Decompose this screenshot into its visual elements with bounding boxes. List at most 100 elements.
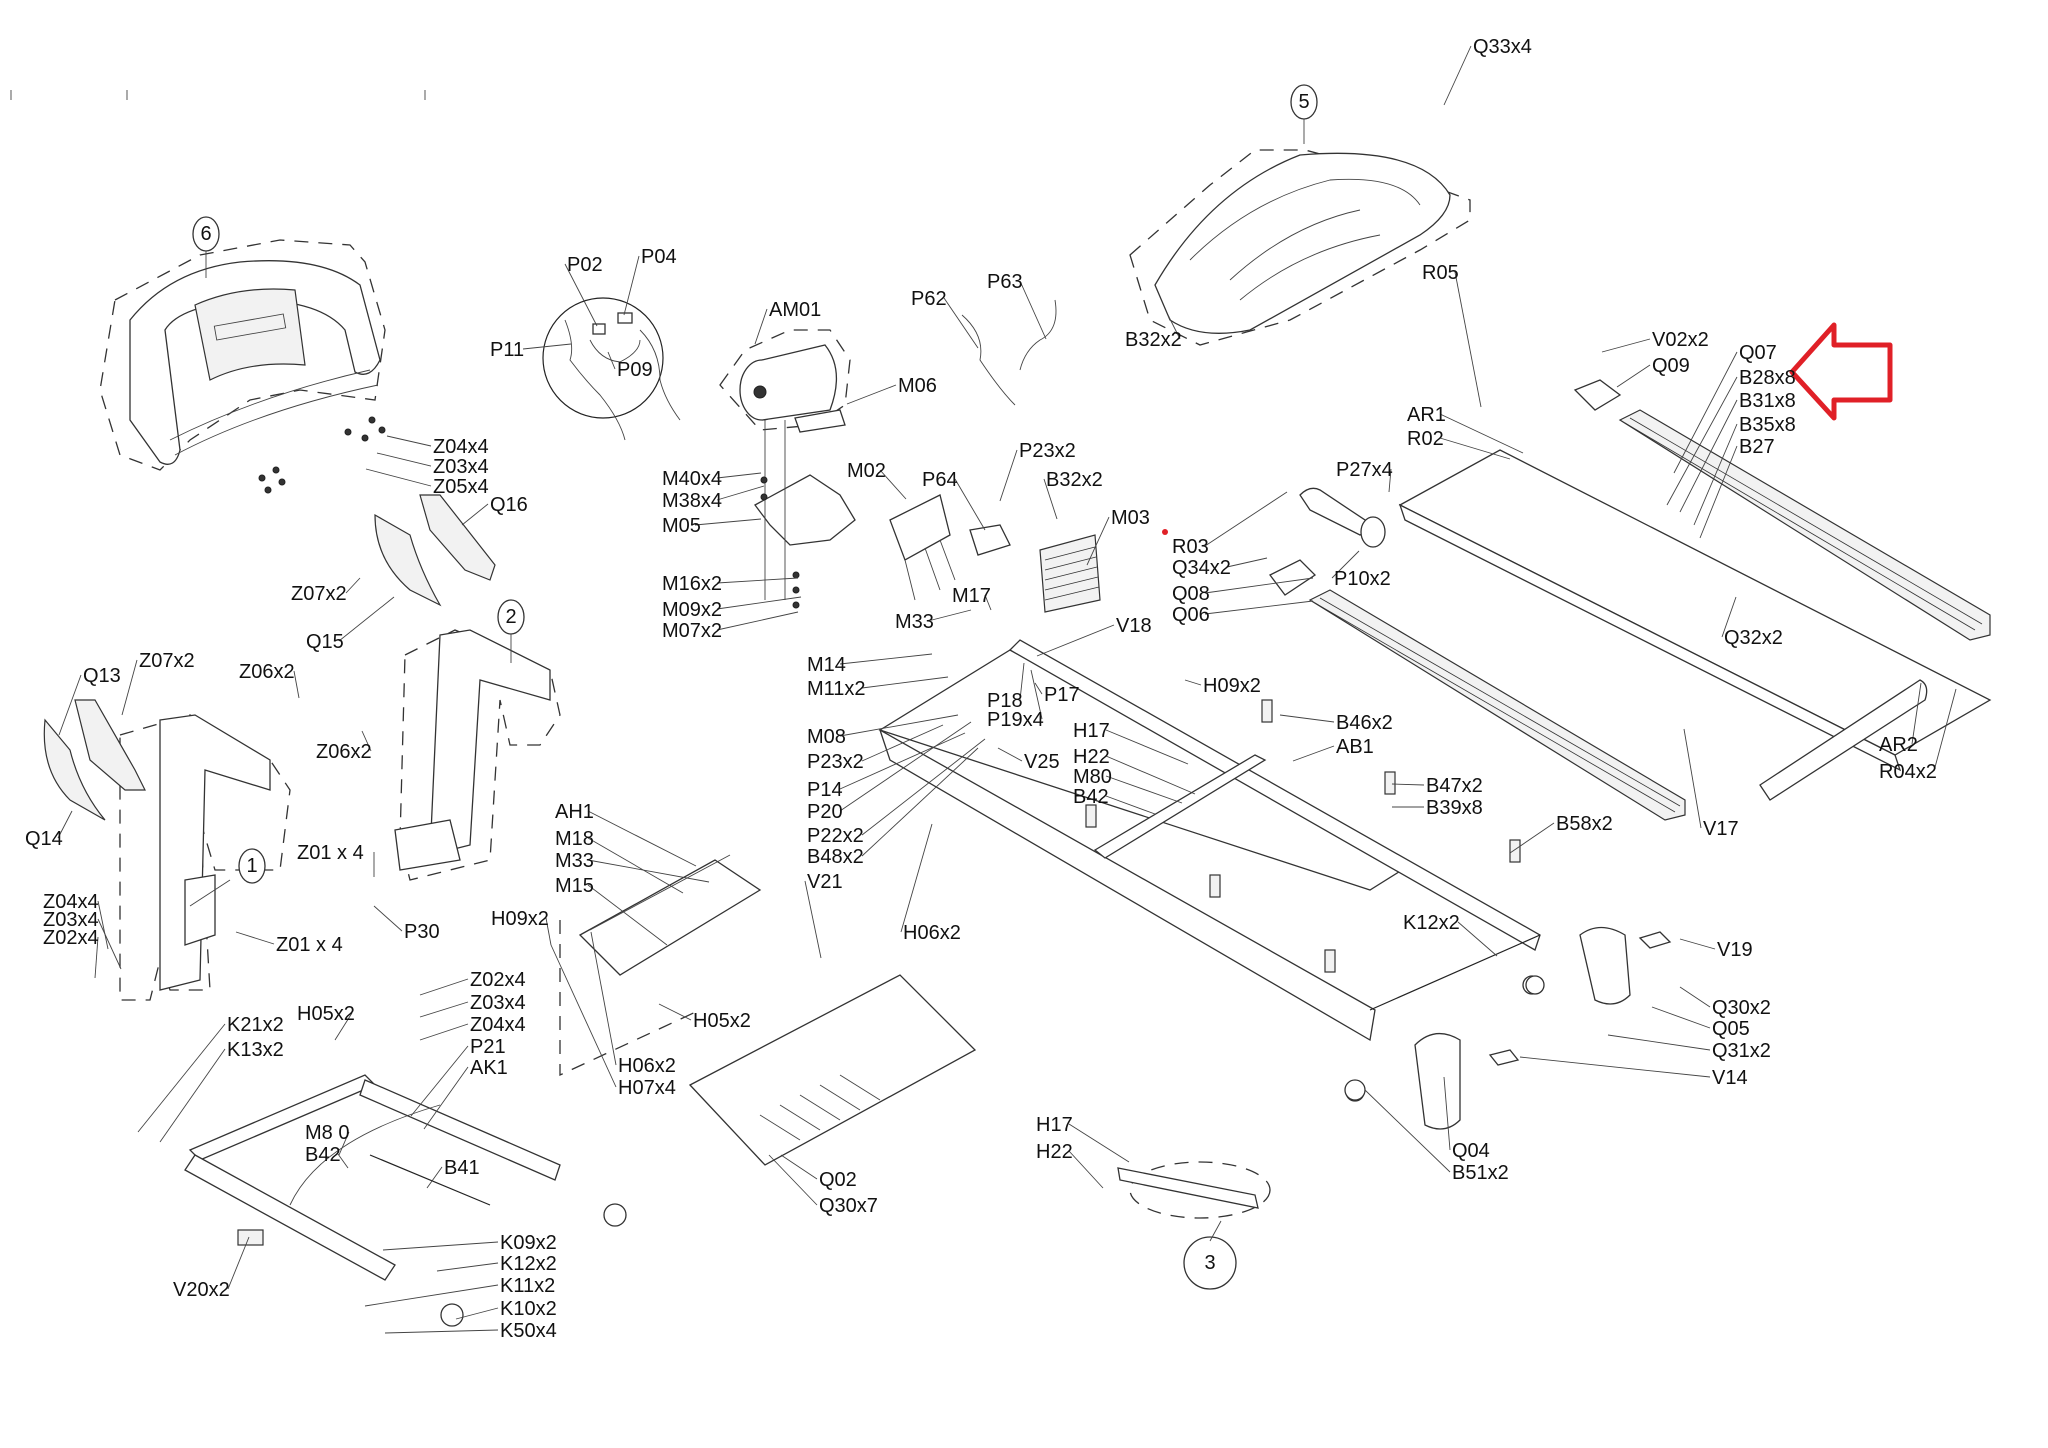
leader-line	[587, 884, 668, 946]
callout-motor-m05: M05	[662, 515, 701, 537]
callout-frame-b46x2: B46x2	[1336, 712, 1393, 734]
leader-line	[1693, 423, 1738, 526]
callout-deck-q06: Q06	[1172, 604, 1210, 626]
callout-deck-r04x2: R04x2	[1879, 761, 1937, 783]
handle-cover-q15	[374, 513, 442, 607]
callout-uprights-p30: P30	[404, 921, 440, 943]
callout-uprights-z04x4: Z04x4	[43, 891, 99, 913]
callout-deck-b35x8: B35x8	[1739, 414, 1796, 436]
callout-frame-ab1: AB1	[1336, 736, 1374, 758]
leader-line	[623, 255, 640, 316]
leader-line	[522, 343, 572, 350]
leader-line	[361, 730, 372, 752]
leader-line	[658, 1003, 692, 1021]
callout-motor-b32x2: B32x2	[1046, 469, 1103, 491]
q09-cover	[1573, 379, 1622, 411]
leader-line	[410, 1045, 469, 1117]
callout-rear-b51x2: B51x2	[1452, 1162, 1509, 1184]
assembly-leader	[1209, 1220, 1222, 1242]
callout-base-v20x2: V20x2	[173, 1279, 230, 1301]
assembly-number-3: 3	[1204, 1252, 1215, 1274]
leader-line	[365, 468, 432, 487]
callout-motor-m33: M33	[895, 611, 934, 633]
motor-controller	[889, 494, 956, 601]
assembly-3	[1117, 1161, 1271, 1219]
leader-line	[943, 297, 979, 349]
rear-roller	[1759, 679, 1928, 801]
leader-line	[436, 1262, 499, 1272]
callout-frame-b42: B42	[1073, 786, 1109, 808]
leader-line	[58, 674, 82, 736]
leader-line	[839, 721, 972, 812]
leader-line	[716, 596, 802, 610]
leader-lines	[57, 45, 1957, 1334]
leader-line	[337, 1153, 349, 1169]
leader-line	[1204, 600, 1314, 615]
callout-incline-h07x4: H07x4	[618, 1077, 676, 1099]
callout-base-k50x4: K50x4	[500, 1320, 557, 1342]
callout-incline-m18: M18	[555, 828, 594, 850]
callout-motor-m40x4: M40x4	[662, 468, 722, 490]
callout-rear-v14: V14	[1712, 1067, 1748, 1089]
assembly-number-5: 5	[1298, 91, 1309, 113]
leader-line	[1204, 491, 1288, 547]
leader-line	[927, 609, 972, 622]
electronics-tray	[688, 974, 977, 1166]
callout-frame-h22: H22	[1073, 746, 1110, 768]
callout-sensors-p62: P62	[911, 288, 947, 310]
callout-deck-r05: R05	[1422, 262, 1459, 284]
sensor-wire-p62	[961, 314, 1016, 406]
leader-line	[1443, 45, 1472, 106]
leader-line	[754, 308, 768, 345]
side-rail-q07	[1618, 409, 1991, 641]
callout-base-k13x2: K13x2	[227, 1039, 284, 1061]
leader-line	[804, 880, 822, 959]
upright-left	[119, 714, 291, 1001]
leader-line	[334, 1012, 353, 1041]
leader-line	[1036, 624, 1115, 657]
leader-line	[1292, 745, 1335, 762]
callout-frame-p22x2: P22x2	[807, 825, 864, 847]
deck-assembly	[1269, 379, 1992, 821]
callout-motor-m38x4: M38x4	[662, 490, 722, 512]
callout-wiring-p11: P11	[490, 339, 524, 361]
callout-motor-m16x2: M16x2	[662, 573, 722, 595]
leader-line	[461, 503, 489, 526]
leader-line	[545, 917, 552, 946]
callout-uprights-q13: Q13	[83, 665, 121, 687]
callout-deck-q07: Q07	[1739, 342, 1777, 364]
handle-cover-q16	[419, 494, 496, 581]
leader-line	[419, 978, 469, 996]
leader-line	[1607, 1034, 1711, 1051]
callout-frame-b39x8: B39x8	[1426, 797, 1483, 819]
callout-uprights-z06x2: Z06x2	[239, 661, 295, 683]
leader-line	[1679, 399, 1738, 513]
callout-frame-h06x2: H06x2	[903, 922, 961, 944]
callout-assembly3-h17: H17	[1036, 1114, 1073, 1136]
leader-line	[227, 1236, 250, 1290]
callout-deck-q32x2: Q32x2	[1724, 627, 1783, 649]
callout-uprights-z06x2: Z06x2	[316, 741, 372, 763]
callout-deck-b28x8: B28x8	[1739, 367, 1796, 389]
callout-deck-b31x8: B31x8	[1739, 390, 1796, 412]
leader-line	[97, 918, 122, 970]
leader-line	[1699, 445, 1738, 539]
callout-frame-b48x2: B48x2	[807, 846, 864, 868]
leader-line	[386, 435, 432, 447]
leader-line	[293, 670, 300, 699]
callout-console-z04x4: Z04x4	[433, 436, 489, 458]
leader-line	[587, 859, 710, 883]
callout-motor-p64: P64	[922, 469, 958, 491]
callout-deck-v17: V17	[1703, 818, 1739, 840]
leader-line	[1030, 669, 1043, 720]
leader-line	[1679, 938, 1716, 950]
callout-incline-ah1: AH1	[555, 801, 594, 823]
callout-base-z03x4: Z03x4	[470, 992, 526, 1014]
highlight-arrow	[1789, 322, 1893, 421]
leader-line	[587, 810, 697, 867]
callout-motor-m07x2: M07x2	[662, 620, 722, 642]
leader-line	[1019, 280, 1047, 340]
callout-frame-h17: H17	[1073, 720, 1110, 742]
callout-frame-p14: P14	[807, 779, 843, 801]
